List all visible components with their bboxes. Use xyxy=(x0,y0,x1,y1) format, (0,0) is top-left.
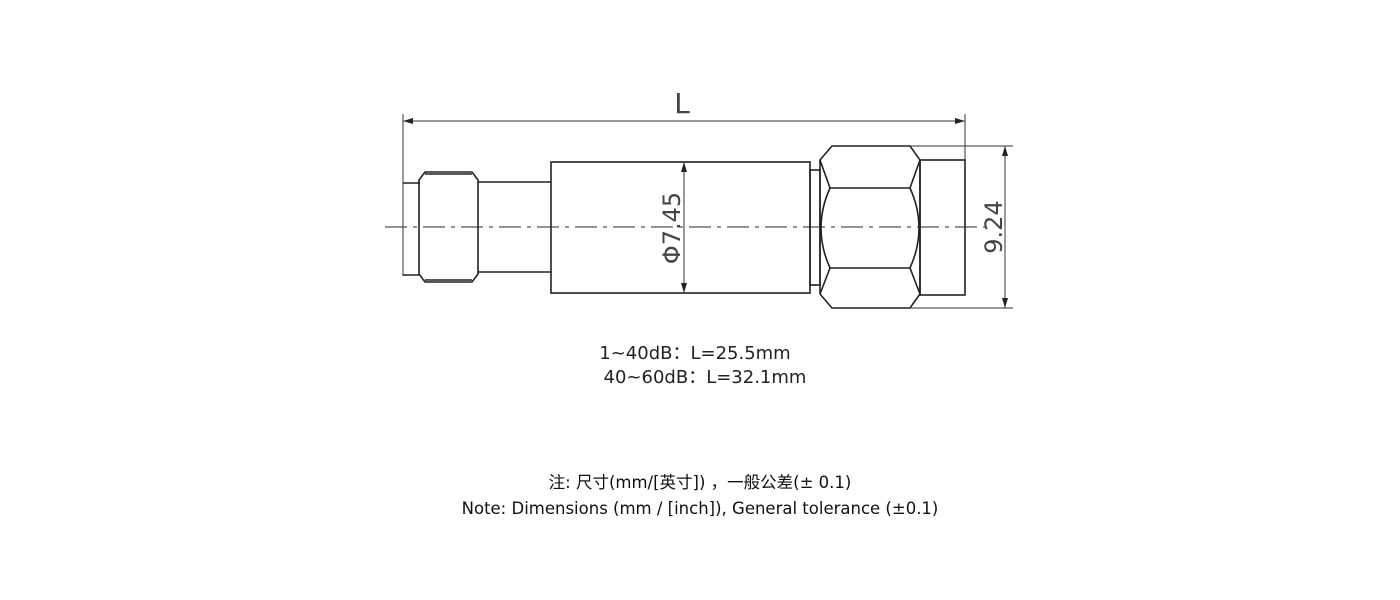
spec-line-1: 1~40dB：L=25.5mm xyxy=(599,343,791,364)
note-english: Note: Dimensions (mm / [inch]), General … xyxy=(461,499,939,518)
note-chinese: 注: 尺寸(mm/[英寸]) ，一般公差(± 0.1) xyxy=(548,473,852,492)
height-dimension: 9.24 xyxy=(910,145,1013,309)
height-label: 9.24 xyxy=(980,200,1008,253)
diameter-label: Φ7.45 xyxy=(658,192,686,264)
length-label: L xyxy=(674,87,690,120)
threaded-end xyxy=(403,171,551,283)
end-cap xyxy=(919,159,966,296)
spec-line-2: 40~60dB：L=32.1mm xyxy=(603,367,807,388)
diameter-dimension: Φ7.45 xyxy=(658,162,687,293)
length-dimension: L xyxy=(402,87,966,276)
